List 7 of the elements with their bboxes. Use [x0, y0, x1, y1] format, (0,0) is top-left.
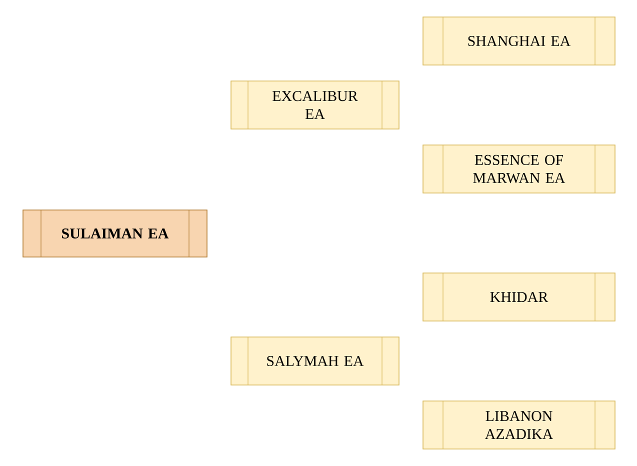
process-box: ESSENCE OF MARWAN EA [422, 144, 616, 194]
process-box: SHANGHAI EA [422, 16, 616, 66]
process-box: KHIDAR [422, 272, 616, 322]
process-box: SALYMAH EA [230, 336, 400, 386]
process-box: SULAIMAN EA [22, 210, 208, 258]
process-box: EXCALIBUR EA [230, 80, 400, 130]
process-box: LIBANON AZADIKA [422, 400, 616, 450]
